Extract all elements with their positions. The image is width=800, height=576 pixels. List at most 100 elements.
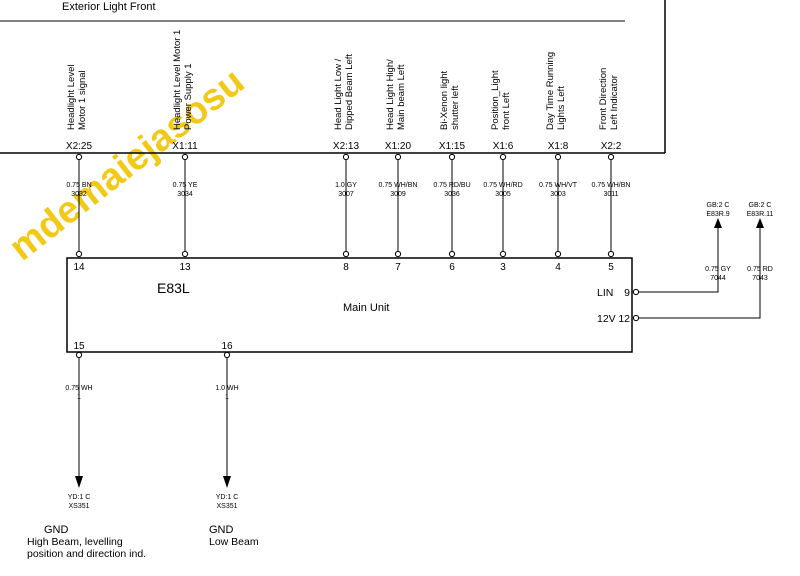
signal-name-line1: Head Light Low /	[333, 58, 344, 130]
wire-size: 0.75 RD	[747, 266, 773, 273]
connector-label: X1:20	[385, 141, 412, 152]
unit-pin-number: 5	[608, 262, 614, 273]
wire-number: 1	[77, 394, 81, 401]
unit-pin-number: 15	[73, 341, 85, 352]
terminal	[632, 314, 640, 322]
destination-connector: YD:1 C	[68, 494, 91, 501]
wire-number: 3032	[71, 191, 87, 198]
unit-pin-number: 7	[395, 262, 401, 273]
signal-name-line1: Position_Light	[490, 70, 501, 130]
main-unit-name: Main Unit	[343, 302, 389, 314]
terminal-top	[75, 153, 83, 161]
connector-label: X1:8	[548, 141, 569, 152]
terminal-bottom	[394, 250, 402, 258]
terminal-top	[554, 153, 562, 161]
wire-number: 7044	[710, 275, 726, 282]
wire-size: 1.0 GY	[335, 182, 357, 189]
main-unit-code: E83L	[157, 280, 190, 296]
wire-number: 3003	[550, 191, 566, 198]
ground-label: GND	[44, 524, 69, 536]
unit-pin-number: 14	[73, 262, 85, 273]
terminal-top	[342, 153, 350, 161]
terminal-top	[181, 153, 189, 161]
signal-name-line2: front Left	[501, 92, 512, 130]
connector-label: X1:6	[493, 141, 514, 152]
wire-size: 0.75 WH/BN	[592, 182, 631, 189]
signal-name-line1: Headlight Level	[66, 65, 77, 131]
terminal-top	[607, 153, 615, 161]
ground-description-line2: position and direction ind.	[27, 548, 146, 560]
destination-connector: GB:2 C	[749, 202, 772, 209]
terminal-top	[394, 153, 402, 161]
unit-pin-number: 13	[179, 262, 191, 273]
wire-size: 1.0 WH	[215, 385, 238, 392]
wire	[639, 226, 761, 319]
wire-number: 3036	[444, 191, 460, 198]
wire-size: 0.75 WH/RD	[483, 182, 522, 189]
pin-function-label: 12V	[597, 313, 616, 325]
terminal-top	[448, 153, 456, 161]
signal-name-line1: Day Time Running	[545, 52, 556, 130]
unit-pin-number: 3	[500, 262, 506, 273]
wire-size: 0.75 BN	[66, 182, 91, 189]
pin-function-label: LIN	[597, 287, 613, 299]
connector-label: X1:11	[172, 141, 198, 152]
signal-name-line2: Power Supply 1	[183, 63, 194, 130]
wire-size: 0.75 WH/BN	[379, 182, 418, 189]
wire-size: 0.75 WH	[65, 385, 92, 392]
signal-name-line1: Head Light High/	[385, 59, 396, 130]
wire	[639, 226, 719, 293]
connector-label: X1:15	[439, 141, 466, 152]
destination-ref: E83R.11	[747, 211, 774, 218]
ground-description-line1: High Beam, levelling	[27, 536, 123, 548]
signal-name-line2: Dipped Beam Left	[344, 54, 355, 130]
wire-number: 1	[225, 394, 229, 401]
main-unit-box: E83L Main Unit	[66, 257, 633, 353]
signal-name-line1: Headlight Level Motor 1	[172, 30, 183, 130]
signal-name-line2: Motor 1 signal	[77, 70, 88, 130]
wire-size: 0.75 GY	[705, 266, 731, 273]
wire-number: 3009	[390, 191, 406, 198]
pin-number: 12	[618, 313, 630, 325]
terminal-bottom	[448, 250, 456, 258]
terminal-bottom	[554, 250, 562, 258]
wire-number: 3005	[495, 191, 511, 198]
arrow-up-icon	[756, 218, 764, 228]
destination-ref: XS351	[68, 503, 89, 510]
wire-number: 3011	[603, 191, 618, 198]
signal-name-line2: Left Indicator	[609, 75, 620, 130]
terminal-bottom	[499, 250, 507, 258]
signal-name-line2: Lights Left	[556, 86, 567, 130]
exterior-light-front-block: Exterior Light Front	[0, 0, 666, 154]
top-pin-4: Head Light High/Main beam LeftX1:200.75 …	[379, 59, 418, 273]
connector-label: X2:13	[333, 141, 360, 152]
destination-ref: XS351	[216, 503, 237, 510]
terminal	[632, 288, 640, 296]
unit-pin-number: 4	[555, 262, 561, 273]
unit-pin-number: 6	[449, 262, 455, 273]
destination-ref: E83R.9	[706, 211, 729, 218]
connector-label: X2:25	[66, 141, 93, 152]
wire-size: 0.75 YE	[173, 182, 198, 189]
terminal	[223, 351, 231, 359]
unit-pin-number: 8	[343, 262, 349, 273]
signal-name-line1: Bi-Xenon light	[439, 70, 450, 130]
terminal-bottom	[342, 250, 350, 258]
arrow-down-icon	[223, 476, 231, 488]
wire-size: 0.75 RD/BU	[433, 182, 470, 189]
arrow-down-icon	[75, 476, 83, 488]
pin-number: 9	[624, 287, 630, 299]
connector-label: X2:2	[601, 141, 622, 152]
ground-description-line1: Low Beam	[209, 536, 259, 548]
